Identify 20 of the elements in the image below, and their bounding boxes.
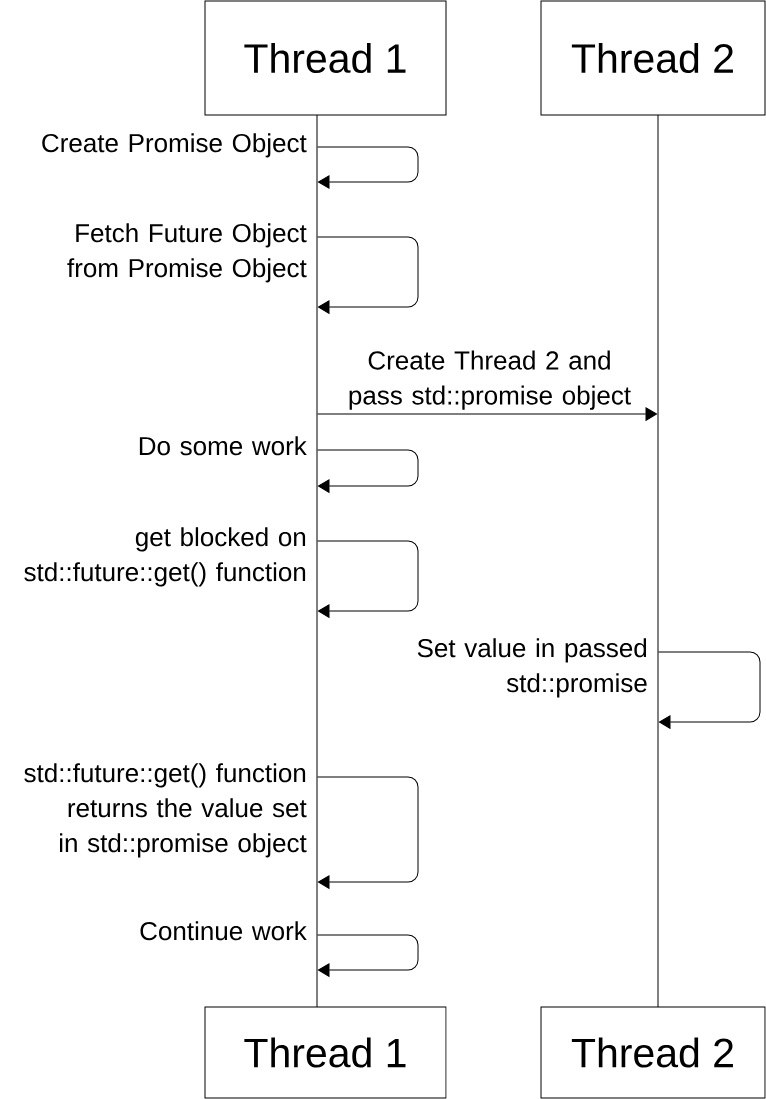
lifeline-box: Thread 1 <box>204 1006 447 1099</box>
message-arrow <box>317 407 657 421</box>
message-label: Do some work <box>139 436 307 456</box>
self-message-arrow <box>317 934 419 977</box>
message-label: Continue work <box>140 921 307 941</box>
self-message-arrow <box>317 540 419 618</box>
lifeline-box: Thread 1 <box>204 0 447 116</box>
message-label: std::future::get() function returns the value set in std::promise object <box>24 763 307 858</box>
message-label: Create Promise Object <box>42 133 307 158</box>
self-message-arrow <box>317 236 419 314</box>
self-message-arrow <box>658 651 761 729</box>
message-label: Create Thread 2 and pass std::promise object <box>349 350 631 410</box>
message-label: Fetch Future Object from Promise Object <box>67 223 307 283</box>
message-label: get blocked on std::future::get() function <box>24 527 306 587</box>
message-label: Set value in passed std::promise <box>417 638 647 698</box>
self-message-arrow <box>317 449 419 493</box>
lifeline-box: Thread 2 <box>540 0 766 116</box>
self-message-arrow <box>317 146 419 189</box>
self-message-arrow <box>317 776 419 889</box>
lifeline-box: Thread 2 <box>540 1006 766 1099</box>
